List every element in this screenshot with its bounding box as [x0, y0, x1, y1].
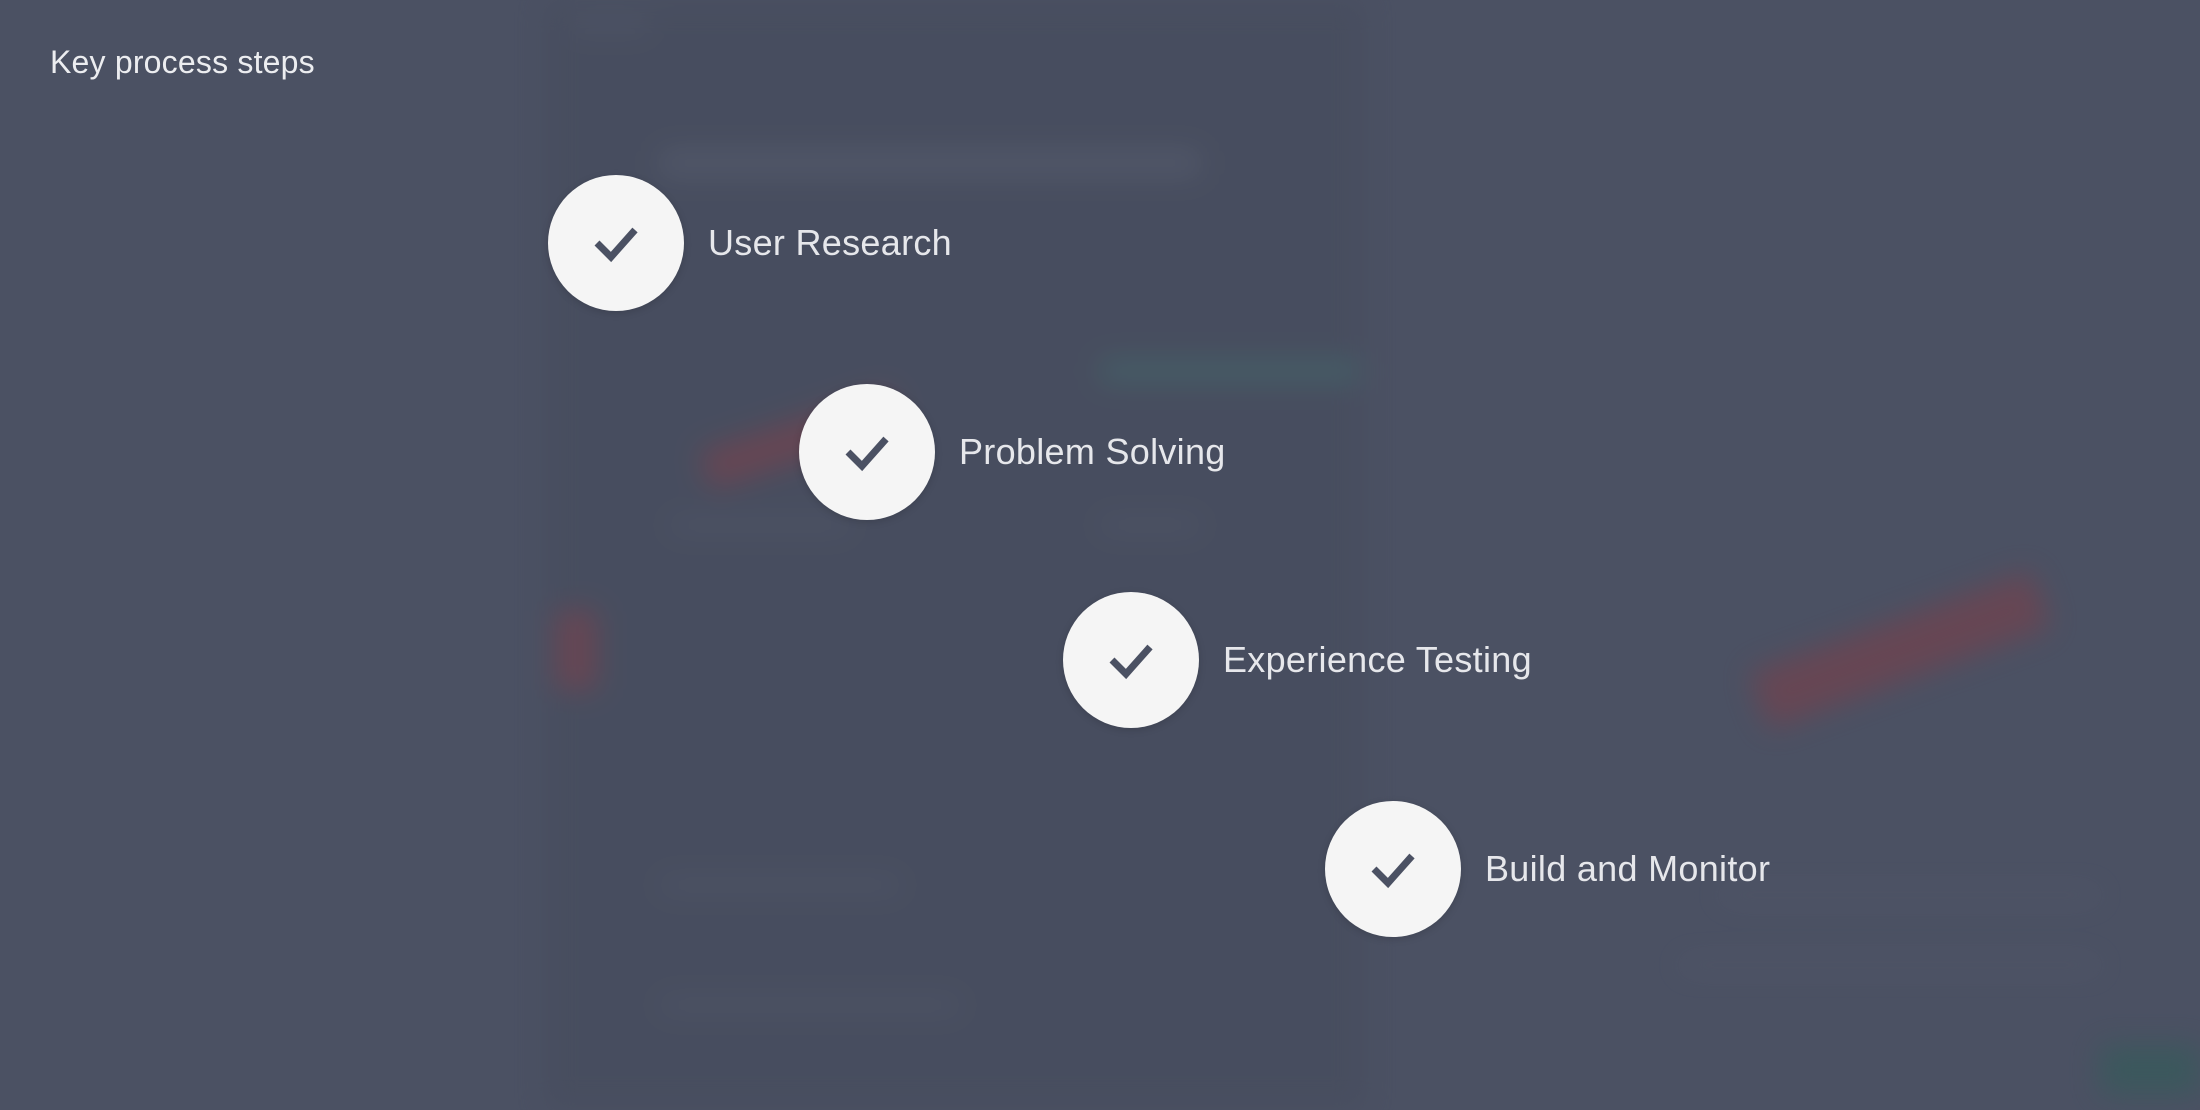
process-step: Build and Monitor [1325, 801, 1770, 937]
background-line [660, 1000, 960, 1010]
background-shape [1748, 570, 2052, 730]
overlay-title: Key process steps [50, 44, 315, 80]
background-line [660, 880, 900, 890]
step-circle [799, 384, 935, 520]
process-step: Problem Solving [799, 384, 1226, 520]
background-panel [545, 0, 1365, 1110]
background-line [570, 20, 650, 30]
background-line [1680, 960, 2100, 970]
step-circle [1063, 592, 1199, 728]
background-line [660, 150, 1200, 176]
checkmark-icon [845, 436, 889, 472]
step-label: Build and Monitor [1485, 848, 1771, 889]
background-line [1100, 360, 1360, 382]
step-circle [1325, 801, 1461, 937]
step-label: User Research [708, 222, 952, 263]
process-step: User Research [548, 175, 952, 311]
checkmark-icon [594, 227, 638, 263]
background-button [2100, 1045, 2200, 1095]
background-line [1720, 890, 2100, 900]
step-circle [548, 175, 684, 311]
background-line [670, 520, 850, 530]
background-line [1100, 520, 1200, 530]
background-shape [555, 610, 597, 690]
checkmark-icon [1371, 853, 1415, 889]
process-step: Experience Testing [1063, 592, 1532, 728]
step-label: Experience Testing [1223, 639, 1532, 680]
checkmark-icon [1109, 644, 1153, 680]
step-label: Problem Solving [959, 431, 1226, 472]
